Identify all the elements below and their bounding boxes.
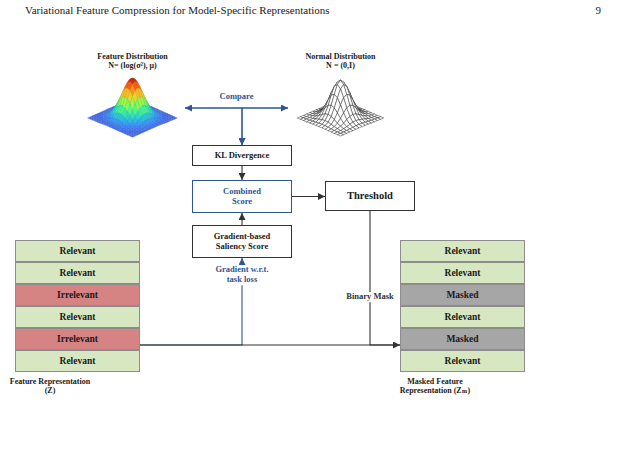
- box-label: Threshold: [347, 190, 393, 202]
- plot-title: Feature Distribution: [80, 52, 185, 61]
- box-label: Gradient-based Saliency Score: [202, 232, 282, 252]
- page-number: 9: [596, 4, 602, 16]
- stack-caption: Masked Feature Representation (Zₘ): [390, 377, 480, 395]
- process-box: KL Divergence: [192, 145, 292, 166]
- edge-label: Gradient w.r.t. task loss: [209, 265, 275, 285]
- edge-label: Compare: [218, 92, 256, 102]
- feature-stack: Feature Representation (Z)RelevantReleva…: [15, 240, 140, 372]
- feature-surface: [88, 78, 178, 137]
- box-label: KL Divergence: [215, 151, 270, 161]
- edge-label: Binary Mask: [344, 292, 395, 302]
- relevant-row: Relevant: [400, 306, 525, 328]
- surface-patch: [337, 133, 343, 136]
- threshold-box: Threshold: [325, 181, 415, 211]
- relevant-row: Relevant: [400, 240, 525, 262]
- row-label: Relevant: [445, 246, 481, 257]
- plot-formula: N = (0,I): [288, 61, 393, 70]
- relevant-row: Relevant: [15, 240, 140, 262]
- connector-arrow: [241, 213, 242, 225]
- distribution-plot: Normal DistributionN = (0,I): [288, 52, 393, 144]
- relevant-row: Relevant: [15, 306, 140, 328]
- masked-row: Masked: [400, 284, 525, 306]
- connector-arrow: [185, 108, 242, 145]
- connector-arrow: [140, 344, 400, 345]
- plot-title: Normal Distribution: [288, 52, 393, 61]
- connector-arrow: [242, 108, 288, 145]
- row-label: Masked: [446, 334, 478, 345]
- row-label: Irrelevant: [57, 334, 98, 345]
- stack-caption: Feature Representation (Z): [5, 377, 95, 395]
- surface-patch: [130, 135, 135, 137]
- feature-stack: Masked Feature Representation (Zₘ)Releva…: [400, 240, 525, 372]
- row-label: Masked: [446, 290, 478, 301]
- row-label: Relevant: [445, 312, 481, 323]
- normal-wireframe: [297, 80, 383, 136]
- process-box: Gradient-based Saliency Score: [192, 225, 292, 258]
- masked-row: Masked: [400, 328, 525, 350]
- connector-arrow: [292, 196, 325, 197]
- relevant-row: Relevant: [400, 350, 525, 372]
- relevant-row: Relevant: [400, 262, 525, 284]
- score-box: Combined Score: [192, 180, 292, 213]
- irrelevant-row: Irrelevant: [15, 284, 140, 306]
- connector-arrow: [370, 211, 400, 345]
- row-label: Relevant: [60, 312, 96, 323]
- row-label: Relevant: [60, 246, 96, 257]
- distribution-plot: Feature DistributionN= (log(σ²), μ): [80, 52, 185, 144]
- irrelevant-row: Irrelevant: [15, 328, 140, 350]
- row-label: Relevant: [60, 356, 96, 367]
- row-label: Relevant: [445, 356, 481, 367]
- relevant-row: Relevant: [15, 350, 140, 372]
- row-label: Irrelevant: [57, 290, 98, 301]
- box-label: Combined Score: [215, 187, 270, 207]
- plot-formula: N= (log(σ²), μ): [80, 61, 185, 70]
- row-label: Relevant: [445, 268, 481, 279]
- relevant-row: Relevant: [15, 262, 140, 284]
- connector-arrow: [241, 166, 242, 180]
- running-head: Variational Feature Compression for Mode…: [25, 4, 330, 16]
- row-label: Relevant: [60, 268, 96, 279]
